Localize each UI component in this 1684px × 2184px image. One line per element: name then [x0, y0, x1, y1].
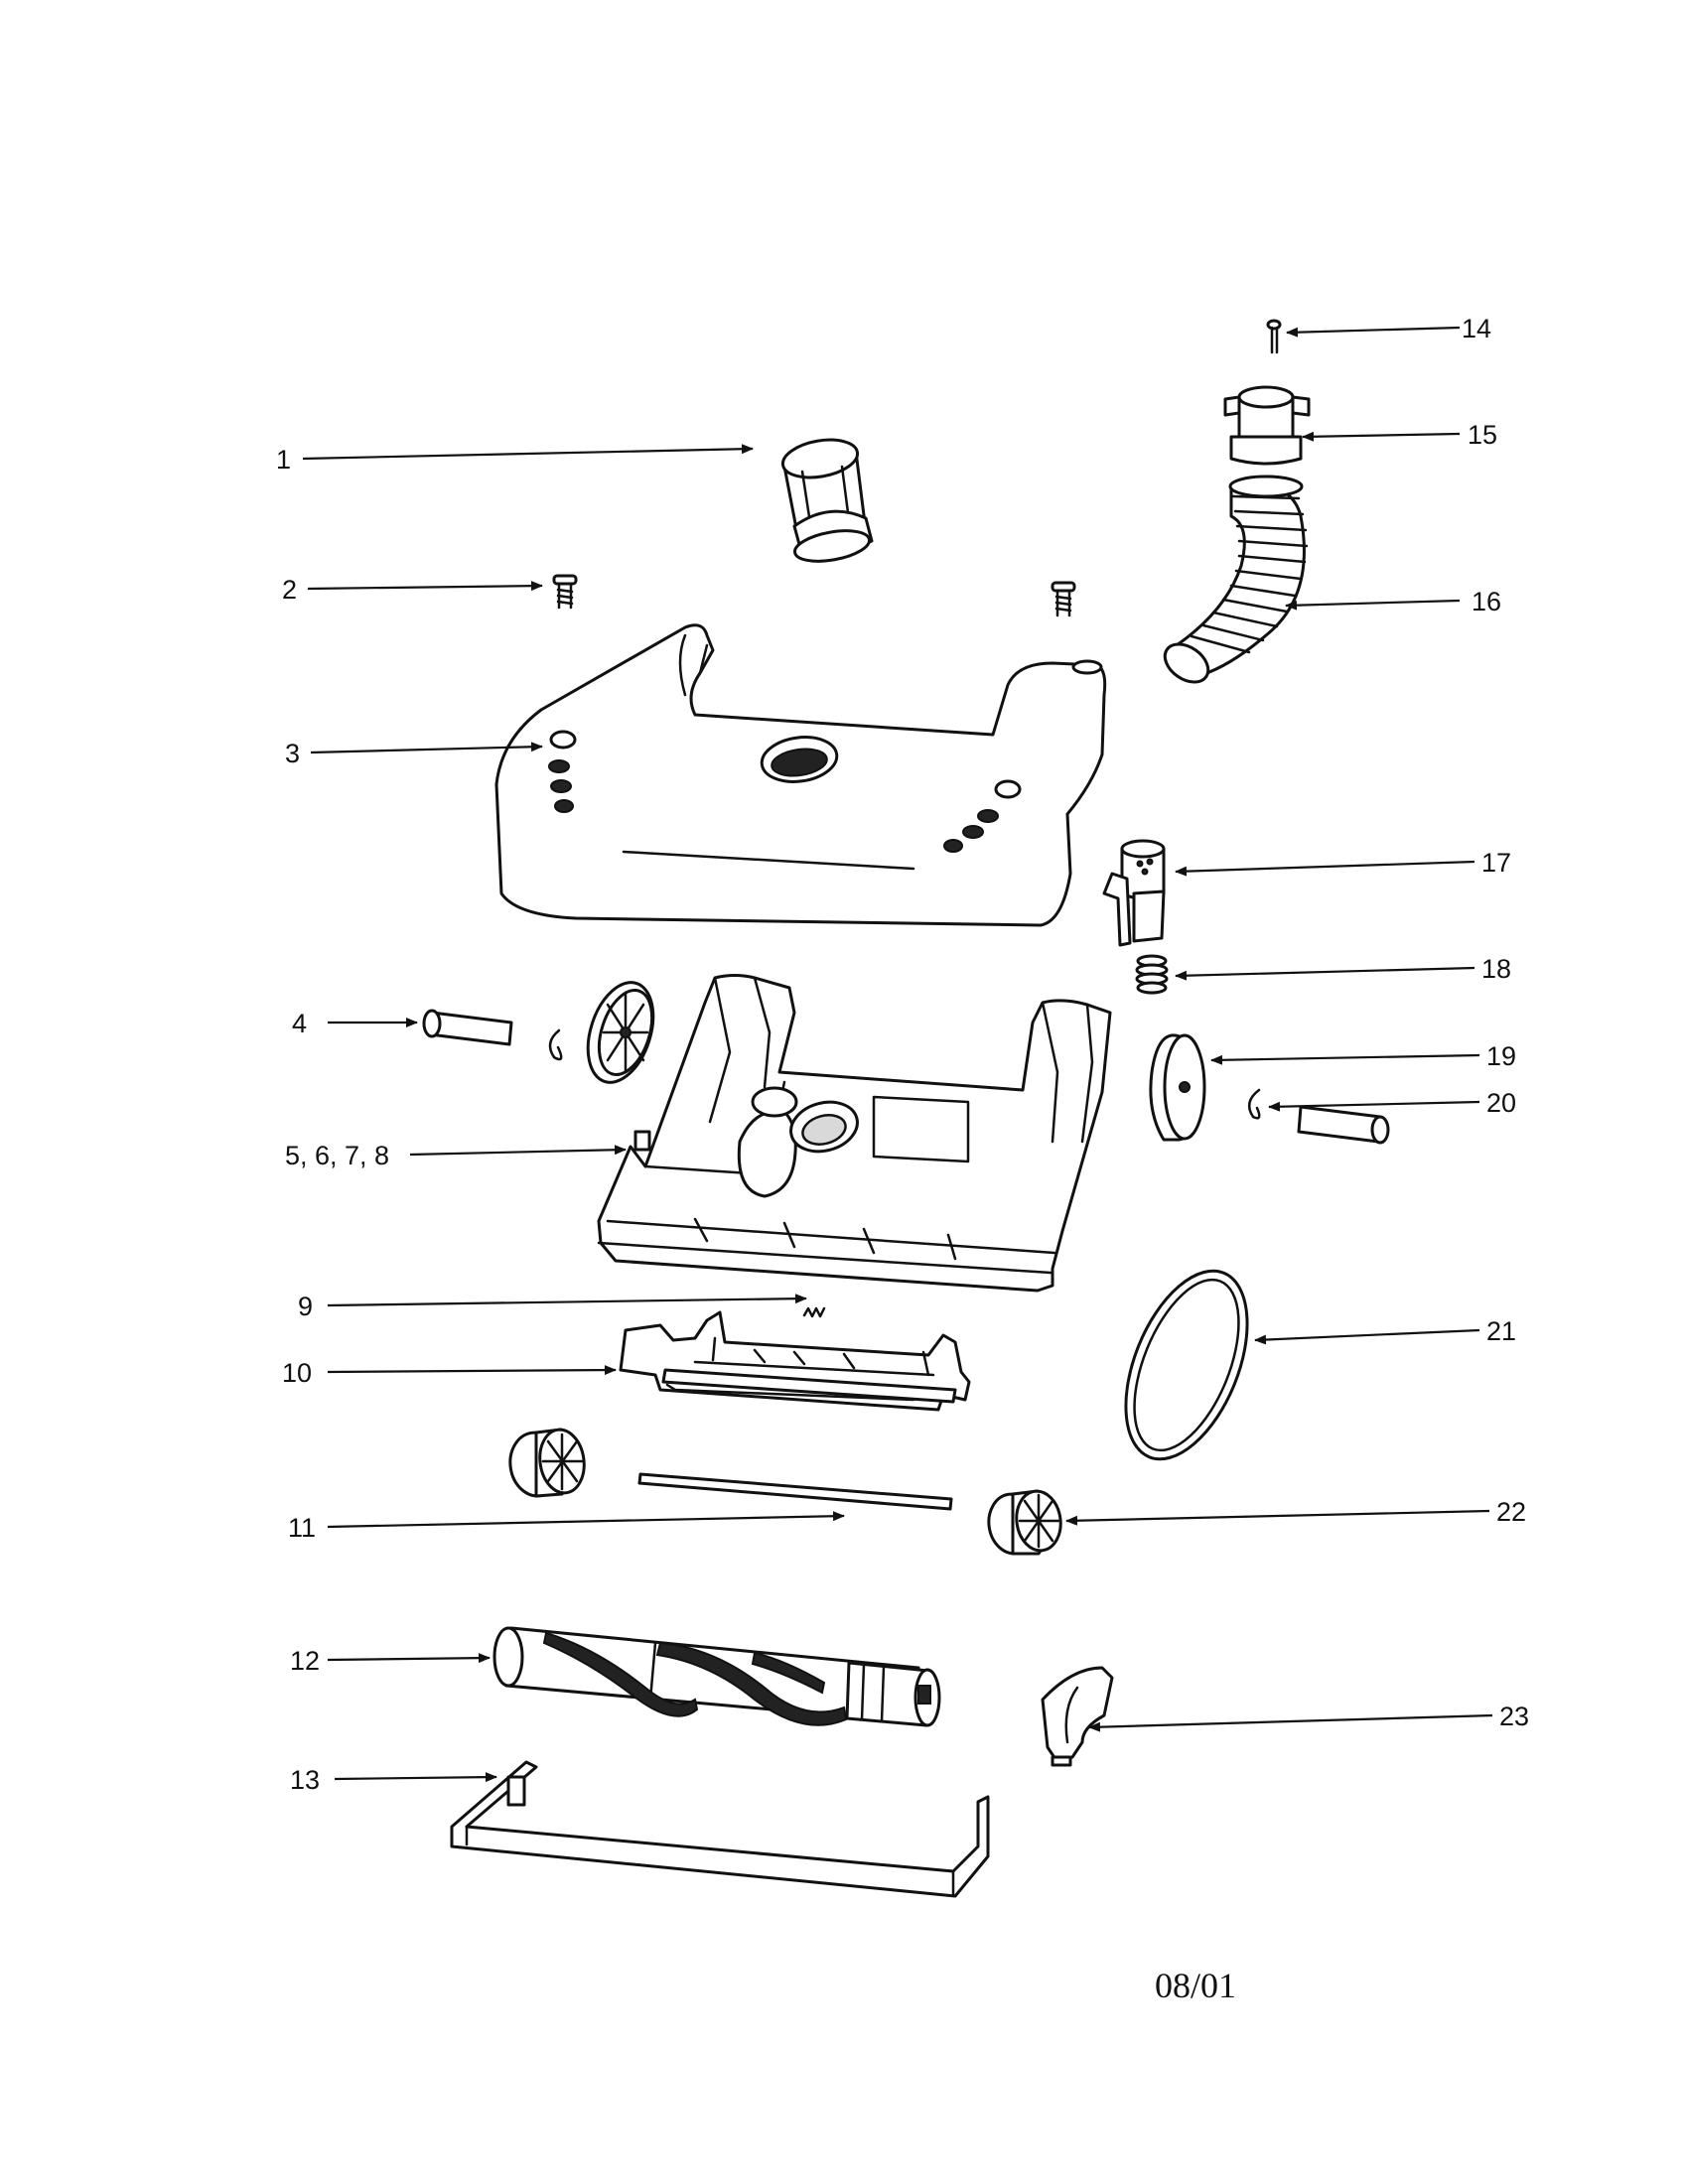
part-17-knob: [1102, 839, 1166, 947]
callout-labels: 1 2 3 4 5, 6, 7, 8 9 10 11 12 13 14 15 1…: [276, 314, 1529, 1795]
callout-12: 12: [290, 1646, 320, 1676]
leader-16: [1285, 599, 1461, 611]
part-15-connector: [1223, 385, 1311, 466]
part-2-screw-right: [1051, 581, 1076, 617]
part-9-spring: [802, 1306, 826, 1318]
leader-21: [1254, 1328, 1480, 1345]
callout-3: 3: [285, 739, 300, 768]
part-3-hood: [494, 623, 1107, 927]
callout-23: 23: [1499, 1702, 1529, 1731]
part-19-wheel: [1149, 1033, 1206, 1142]
leader-22: [1065, 1509, 1490, 1526]
leader-23: [1088, 1713, 1493, 1732]
leader-3: [310, 742, 543, 754]
part-16-hose: [1163, 475, 1309, 684]
callout-19: 19: [1486, 1041, 1516, 1071]
callout-22: 22: [1496, 1497, 1526, 1527]
part-21-belt: [1124, 1269, 1249, 1461]
axle-pin-right: [1297, 1105, 1390, 1145]
callout-17: 17: [1481, 848, 1511, 878]
leader-14: [1286, 326, 1461, 338]
part-13-bumper: [450, 1760, 990, 1898]
callout-20: 20: [1486, 1088, 1516, 1118]
leader-5-8: [409, 1145, 627, 1157]
part-1-adapter: [780, 438, 874, 563]
callout-10: 10: [282, 1358, 312, 1388]
callout-16: 16: [1472, 587, 1501, 616]
leader-12: [327, 1653, 491, 1664]
part-5-8-base: [597, 974, 1112, 1293]
leader-19: [1210, 1053, 1480, 1065]
leader-15: [1302, 431, 1461, 442]
callout-1: 1: [276, 445, 291, 475]
callout-15: 15: [1468, 420, 1497, 450]
leader-20: [1268, 1100, 1480, 1112]
part-10-nozzle: [619, 1310, 971, 1412]
part-22-end-cap: [987, 1489, 1062, 1556]
callout-13: 13: [290, 1765, 320, 1795]
leader-10: [327, 1365, 617, 1376]
callout-4: 4: [292, 1009, 307, 1038]
part-12-brush-roll: [492, 1626, 941, 1727]
part-18-spring: [1135, 954, 1169, 995]
leader-9: [327, 1294, 807, 1307]
part-23-belt-guard: [1041, 1666, 1114, 1767]
part-4-axle-pin: [422, 1009, 513, 1046]
leader-18: [1175, 966, 1475, 981]
clip-left: [548, 1028, 563, 1061]
part-14-pin: [1266, 319, 1282, 354]
callout-5-6-7-8: 5, 6, 7, 8: [285, 1141, 389, 1170]
callout-21: 21: [1486, 1316, 1516, 1346]
part-11-rod: [637, 1472, 953, 1511]
leader-11: [327, 1511, 845, 1529]
callout-2: 2: [282, 575, 297, 605]
end-cap-left: [508, 1428, 586, 1498]
callout-14: 14: [1462, 314, 1491, 343]
callout-18: 18: [1481, 954, 1511, 984]
leader-lines: [302, 326, 1493, 1783]
leader-1: [302, 444, 754, 461]
part-2-screw-left: [552, 574, 578, 610]
leader-2: [307, 581, 543, 592]
callout-9: 9: [298, 1292, 313, 1321]
leader-17: [1175, 860, 1475, 877]
rear-wheel-left: [586, 981, 655, 1084]
date-code: 08/01: [1155, 1966, 1236, 2005]
leader-13: [334, 1772, 497, 1783]
callout-11: 11: [288, 1513, 316, 1543]
part-20-clip: [1247, 1088, 1261, 1120]
